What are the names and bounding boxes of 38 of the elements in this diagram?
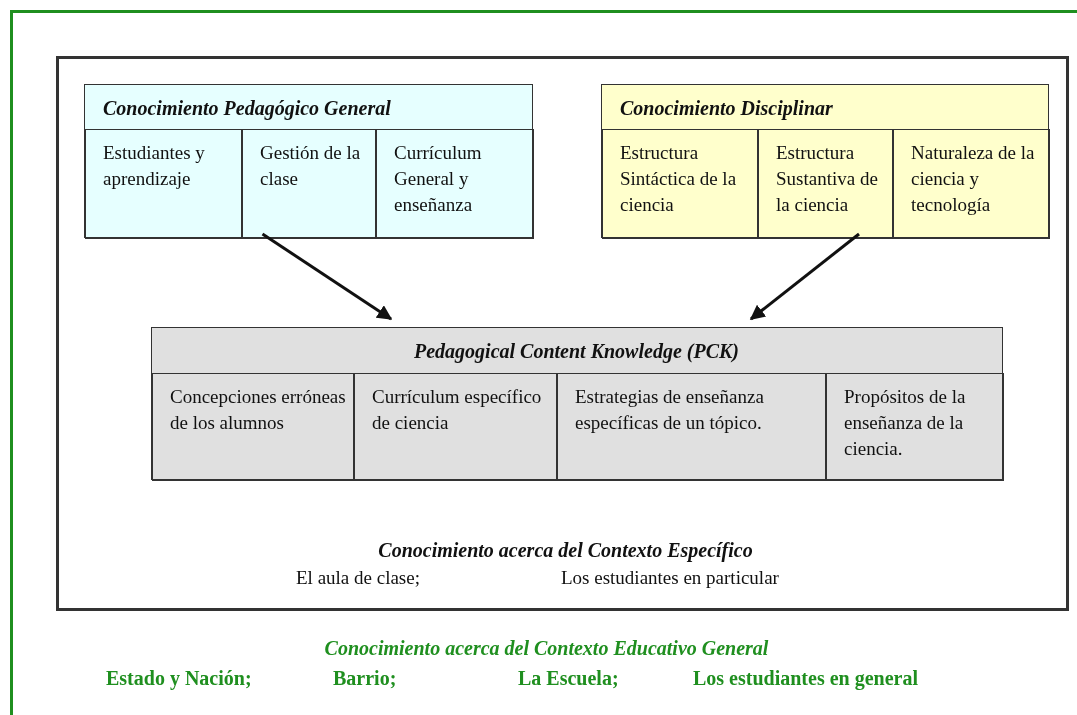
table-cell bbox=[758, 129, 893, 239]
cell-text: Currículum General y enseñanza bbox=[394, 141, 483, 217]
table-cell bbox=[893, 129, 1050, 239]
table-cell bbox=[602, 129, 758, 239]
cell-text: Gestión de la clase bbox=[260, 141, 362, 191]
cell-text: Estructura Sustantiva de la ciencia bbox=[776, 141, 879, 217]
table-cell bbox=[152, 373, 354, 481]
heading: Pedagogical Content Knowledge (PCK) bbox=[413, 339, 740, 364]
heading: Conocimiento Pedagógico General bbox=[103, 96, 391, 121]
table-cell bbox=[354, 373, 557, 481]
context-item: El aula de clase; bbox=[296, 566, 420, 590]
heading: Conocimiento acerca del Contexto Específico bbox=[377, 538, 754, 563]
arrow bbox=[261, 232, 393, 321]
table-cell bbox=[85, 129, 242, 239]
cell-text: Estructura Sintáctica de la ciencia bbox=[620, 141, 738, 217]
context-item: Los estudiantes en particular bbox=[561, 566, 779, 590]
context-box bbox=[56, 56, 1069, 611]
cell-text: Estrategias de enseñanza específicas de un tópico. bbox=[575, 385, 765, 435]
cell-text: Propósitos de la enseñanza de la ciencia. bbox=[844, 385, 967, 461]
table-cell bbox=[376, 129, 534, 239]
context-frame bbox=[10, 10, 1077, 715]
cell-text: Concepciones erróneas de los alumnos bbox=[170, 385, 347, 435]
table-cell bbox=[826, 373, 1004, 481]
cell-text: Estudiantes y aprendizaje bbox=[103, 141, 206, 191]
table-cell bbox=[242, 129, 376, 239]
context-item: Los estudiantes en general bbox=[693, 666, 918, 691]
cell-text: Currículum específico de ciencia bbox=[372, 385, 543, 435]
knowledge-table bbox=[151, 327, 1003, 480]
knowledge-table bbox=[84, 84, 533, 238]
context-item: La Escuela; bbox=[518, 666, 619, 691]
knowledge-table bbox=[601, 84, 1049, 238]
heading: Conocimiento Disciplinar bbox=[620, 96, 833, 121]
table-cell bbox=[557, 373, 826, 481]
cell-text: Naturaleza de la ciencia y tecnología bbox=[911, 141, 1036, 217]
heading: Conocimiento acerca del Contexto Educativo General bbox=[323, 636, 770, 661]
arrow bbox=[749, 232, 860, 321]
context-item: Barrio; bbox=[333, 666, 397, 691]
context-item: Estado y Nación; bbox=[106, 666, 252, 691]
